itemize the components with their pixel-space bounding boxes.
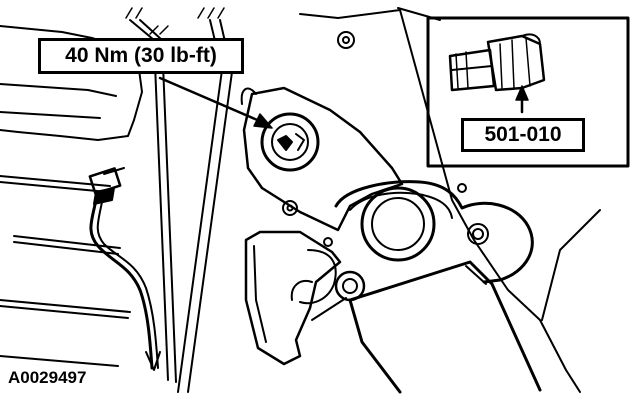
lever-flange bbox=[323, 180, 534, 284]
seat-panel bbox=[0, 25, 143, 367]
mounting-bracket bbox=[242, 86, 404, 232]
tool-pointer-arrow bbox=[515, 85, 529, 114]
torque-spec-callout: 40 Nm (30 lb-ft) bbox=[38, 38, 244, 74]
torque-pointer-arrow bbox=[158, 76, 273, 129]
tool-inset-box bbox=[426, 16, 630, 168]
console-side-panel bbox=[240, 7, 601, 393]
lower-casting bbox=[244, 230, 366, 366]
handle bbox=[348, 260, 542, 394]
figure-id-label: A0029497 bbox=[8, 368, 87, 387]
tool-number-callout: 501-010 bbox=[461, 118, 585, 152]
socket-tool-icon bbox=[448, 33, 546, 92]
wiring-harness bbox=[88, 167, 161, 371]
torque-bolt bbox=[260, 112, 320, 172]
